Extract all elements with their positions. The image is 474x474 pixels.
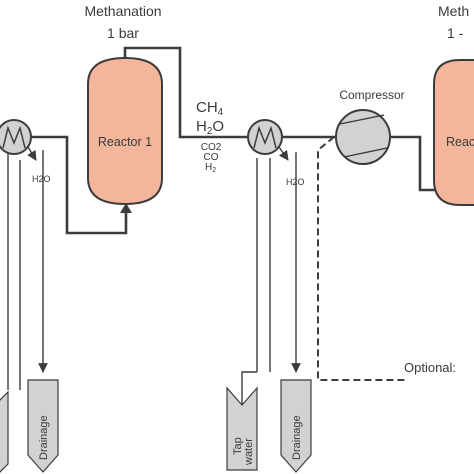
drainage-tank-right — [280, 379, 312, 473]
pipe-hx-to-reactor-1 — [31, 135, 128, 235]
condensate-arrow-right — [278, 146, 289, 161]
heat-exchanger-left — [0, 119, 32, 155]
optional-bypass-line — [317, 136, 405, 381]
heat-exchanger-left-symbol — [2, 125, 26, 149]
compressor-blade-upper — [339, 114, 385, 125]
condensate-arrow-left — [27, 146, 37, 161]
reactor-2 — [433, 59, 474, 206]
reactor-2-label: Reac — [446, 135, 474, 149]
stream-h2: H2 — [205, 162, 216, 174]
section-1-title: Methanation — [84, 3, 161, 19]
stream-co2: CO2 — [201, 142, 222, 153]
heat-exchanger-right-symbol — [253, 125, 277, 149]
stream-co: CO — [204, 152, 219, 163]
heat-exchanger-right — [247, 119, 283, 155]
reactor-1-label: Reactor 1 — [98, 135, 152, 149]
stream-h2o: H2O — [196, 118, 224, 137]
optional-label: Optional: — [404, 360, 456, 375]
drainage-tank-left — [27, 379, 59, 473]
pipe-reactor-1-to-hx — [123, 46, 248, 139]
condensate-label-right: H2O — [286, 177, 305, 187]
drainage-label-left: Drainage — [38, 415, 50, 460]
tap-water-supply-line — [241, 371, 257, 405]
condensate-label-left: H2O — [32, 174, 51, 184]
compressor-blade-lower — [343, 147, 388, 158]
section-1-pressure: 1 bar — [107, 25, 139, 41]
section-2-title: Meth — [438, 3, 469, 19]
tap-water-tank — [226, 386, 258, 471]
tank-left-partial — [0, 390, 9, 473]
tap-water-label: Tap water — [232, 434, 255, 466]
stream-ch4: CH4 — [196, 99, 224, 118]
compressor-label: Compressor — [339, 88, 404, 102]
drainage-label-right: Drainage — [291, 415, 303, 460]
compressor — [335, 109, 391, 165]
reactor-1-inlet-arrow — [120, 203, 132, 213]
section-2-pressure: 1 - — [447, 25, 464, 41]
reactor-1 — [87, 56, 163, 206]
